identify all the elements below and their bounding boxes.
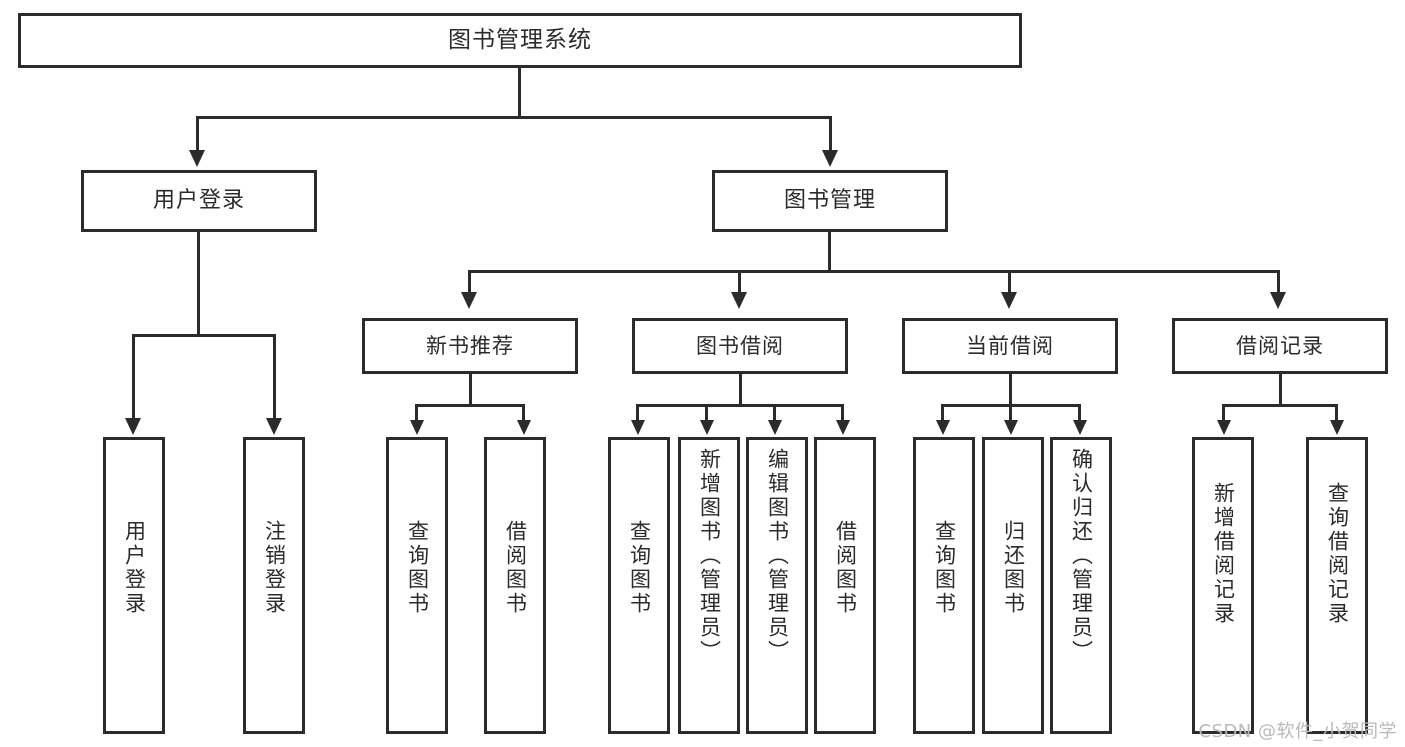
arrow-to-borrow-record: [1270, 292, 1286, 309]
node-label: 查询图书: [627, 520, 652, 616]
edge-br-to-leaf-0: [1222, 404, 1225, 422]
edge-nbr-to-leaf-0: [415, 404, 418, 422]
edge-bb-to-leaf-2: [773, 404, 776, 422]
arrow-br-leaf-0: [1217, 420, 1231, 435]
arrow-cb-leaf-2: [1073, 420, 1087, 435]
edge-user-login-to-leaf-1: [273, 334, 276, 420]
edge-bm-to-borrow-record: [1277, 270, 1280, 294]
edge-user-login-bus: [132, 334, 276, 337]
arrow-to-current-borrow: [1001, 292, 1017, 309]
leaf-bb-borrow-book[interactable]: 借阅图书: [814, 437, 876, 734]
edge-book-management-bus: [468, 270, 1280, 273]
leaf-bb-edit-book-admin[interactable]: 编辑图书（管理员）: [746, 437, 808, 734]
edge-bm-to-book-borrow: [738, 270, 741, 294]
node-label: 图书管理系统: [448, 27, 592, 54]
arrow-nbr-leaf-0: [410, 420, 424, 435]
arrow-to-new-book-recommend: [461, 292, 477, 309]
leaf-cb-return-book[interactable]: 归还图书: [982, 437, 1044, 734]
node-book-borrow[interactable]: 图书借阅: [632, 318, 848, 374]
node-root-library-system[interactable]: 图书管理系统: [18, 13, 1022, 68]
arrow-user-login-leaf-0: [125, 418, 141, 435]
edge-user-login-trunk: [197, 232, 200, 336]
edge-cb-to-leaf-1: [1009, 404, 1012, 422]
edge-root-to-book-manage: [829, 116, 832, 152]
leaf-user-login-logout[interactable]: 注销登录: [243, 437, 305, 734]
arrow-to-book-manage: [822, 150, 838, 167]
node-label: 图书借阅: [696, 333, 784, 358]
leaf-bb-add-book-admin[interactable]: 新增图书（管理员）: [678, 437, 740, 734]
edge-nbr-to-leaf-1: [522, 404, 525, 422]
node-label: 当前借阅: [966, 333, 1054, 358]
arrow-bb-leaf-1: [700, 420, 714, 435]
node-user-login[interactable]: 用户登录: [81, 170, 317, 232]
leaf-user-login-login[interactable]: 用户登录: [103, 437, 165, 734]
node-label: 查询图书: [405, 520, 430, 616]
edge-cb-to-leaf-2: [1078, 404, 1081, 422]
node-label: 查询借阅记录: [1325, 482, 1350, 626]
edge-book-management-trunk: [828, 232, 831, 272]
arrow-bb-leaf-0: [631, 420, 645, 435]
edge-bb-to-leaf-3: [841, 404, 844, 422]
arrow-nbr-leaf-1: [517, 420, 531, 435]
leaf-nbr-borrow-book[interactable]: 借阅图书: [484, 437, 546, 734]
arrow-br-leaf-1: [1330, 420, 1344, 435]
arrow-to-user-login: [189, 150, 205, 167]
node-borrow-record[interactable]: 借阅记录: [1172, 318, 1388, 374]
edge-cb-to-leaf-0: [941, 404, 944, 422]
node-label: 归还图书: [1001, 520, 1026, 616]
edge-cb-trunk: [1009, 374, 1012, 406]
edge-root-to-user-login: [196, 116, 199, 152]
leaf-br-add-record[interactable]: 新增借阅记录: [1192, 437, 1254, 734]
edge-user-login-to-leaf-0: [132, 334, 135, 420]
node-new-book-recommend[interactable]: 新书推荐: [362, 318, 578, 374]
node-label: 用户登录: [152, 188, 245, 214]
edge-nbr-trunk: [469, 374, 472, 406]
edge-bb-to-leaf-0: [636, 404, 639, 422]
edge-bm-to-new-book: [468, 270, 471, 294]
leaf-br-query-record[interactable]: 查询借阅记录: [1306, 437, 1368, 734]
arrow-bb-leaf-3: [836, 420, 850, 435]
arrow-bb-leaf-2: [768, 420, 782, 435]
csdn-watermark: CSDN @软件_小贺同学: [1198, 721, 1397, 742]
arrow-cb-leaf-0: [936, 420, 950, 435]
edge-root-trunk: [518, 68, 521, 118]
edge-nbr-bus: [415, 404, 525, 407]
node-label: 新增图书（管理员）: [697, 448, 722, 664]
node-label: 确认归还（管理员）: [1069, 448, 1094, 664]
node-label: 借阅图书: [833, 520, 858, 616]
edge-br-bus: [1222, 404, 1338, 407]
leaf-cb-query-book[interactable]: 查询图书: [913, 437, 975, 734]
leaf-bb-query-book[interactable]: 查询图书: [608, 437, 670, 734]
node-label: 注销登录: [262, 520, 287, 616]
leaf-cb-confirm-return-admin[interactable]: 确认归还（管理员）: [1050, 437, 1112, 734]
node-label: 借阅记录: [1236, 333, 1324, 358]
node-label: 用户登录: [122, 520, 147, 616]
node-label: 借阅图书: [503, 520, 528, 616]
edge-br-trunk: [1279, 374, 1282, 406]
node-label: 编辑图书（管理员）: [765, 448, 790, 664]
edge-root-bus: [196, 116, 832, 119]
edge-br-to-leaf-1: [1335, 404, 1338, 422]
arrow-user-login-leaf-1: [266, 418, 282, 435]
leaf-nbr-query-book[interactable]: 查询图书: [386, 437, 448, 734]
node-label: 新书推荐: [426, 333, 514, 358]
node-label: 新增借阅记录: [1211, 482, 1236, 626]
arrow-to-book-borrow: [731, 292, 747, 309]
edge-bb-trunk: [739, 374, 742, 406]
node-label: 图书管理: [783, 188, 876, 214]
node-label: 查询图书: [932, 520, 957, 616]
node-book-management[interactable]: 图书管理: [712, 170, 948, 232]
node-current-borrow[interactable]: 当前借阅: [902, 318, 1118, 374]
edge-bm-to-current-borrow: [1008, 270, 1011, 294]
edge-bb-bus: [636, 404, 844, 407]
edge-bb-to-leaf-1: [705, 404, 708, 422]
arrow-cb-leaf-1: [1004, 420, 1018, 435]
